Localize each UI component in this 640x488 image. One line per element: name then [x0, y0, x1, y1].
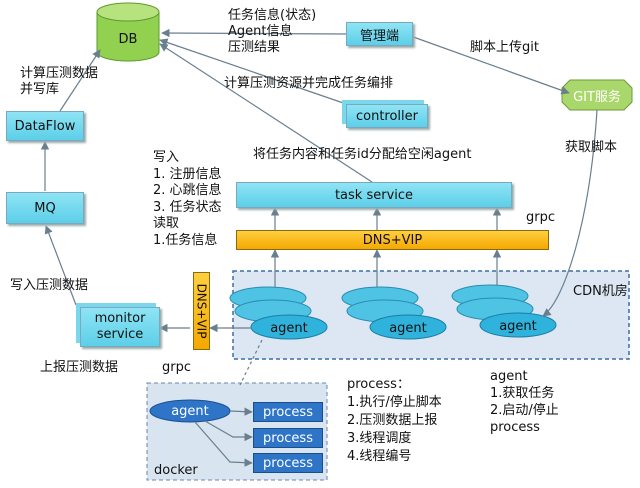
agent-1[interactable]: agent — [270, 320, 308, 336]
monitor-service-node[interactable]: monitor service — [80, 307, 160, 347]
process-2[interactable]: process — [253, 428, 323, 448]
grpc-bottom-label: grpc — [162, 360, 191, 375]
dataflow-node[interactable]: DataFlow — [6, 111, 84, 141]
controller-node[interactable]: controller — [346, 104, 428, 128]
write-data-label: 写入压测数据 — [10, 278, 89, 293]
assign-task-label: 将任务内容和任务id分配给空闲agent — [253, 147, 472, 162]
agent-stack-3 — [451, 284, 557, 338]
arrow-controller-to-db — [159, 38, 353, 107]
arrow-dataflow-to-db — [59, 49, 101, 112]
process-1[interactable]: process — [253, 402, 323, 422]
arrow-manager-to-db — [161, 28, 347, 38]
task-service-node[interactable]: task service — [236, 182, 512, 208]
dashed-agent-to-docker — [239, 339, 263, 386]
compute-resources-label: 计算压测资源并完成任务编排 — [224, 76, 394, 91]
git-service-node[interactable]: GIT服务 — [573, 89, 621, 105]
arrow-taskservice-to-db — [159, 43, 373, 183]
arrow-docker-agent-to-process-2 — [204, 420, 253, 442]
task-info-label: 任务信息(状态) Agent信息 压测结果 — [228, 8, 317, 55]
agent-3[interactable]: agent — [499, 318, 537, 334]
arrow-manager-to-git — [404, 33, 570, 95]
dns-vip-vertical-label: DNS+VIP — [194, 283, 209, 339]
arrow-docker-agent-to-process-1 — [229, 407, 253, 416]
arrow-git-to-agent3 — [542, 109, 598, 317]
manager-node[interactable]: 管理端 — [346, 22, 413, 46]
docker-agent[interactable]: agent — [171, 403, 209, 419]
mq-node[interactable]: MQ — [6, 192, 84, 224]
cdn-room-label: CDN机房 — [573, 284, 628, 299]
compute-write-label: 计算压测数据 并写库 — [20, 66, 99, 97]
write-read-label: 写入 1. 注册信息 2. 心跳信息 3. 任务状态 读取 1.任务信息 — [153, 150, 222, 248]
grpc-right-label: grpc — [526, 210, 555, 225]
dns-vip-horizontal[interactable]: DNS+VIP — [236, 230, 549, 250]
dns-vip-vertical[interactable]: DNS+VIP — [193, 272, 210, 350]
agent-stack-1 — [229, 286, 328, 340]
arrow-docker-agent-to-process-3 — [194, 421, 253, 467]
upload-script-label: 脚本上传git — [470, 40, 539, 55]
agent-stack-2 — [341, 286, 447, 340]
db-node[interactable]: DB — [118, 31, 138, 47]
agent-desc-label: agent 1.获取任务 2.启动/停止 process — [490, 369, 559, 435]
process-3[interactable]: process — [253, 453, 323, 473]
docker-label: docker — [154, 463, 198, 478]
get-script-label: 获取脚本 — [565, 140, 618, 155]
report-data-label: 上报压测数据 — [40, 360, 119, 375]
arrow-monitor-to-mq — [44, 225, 77, 306]
process-desc-label: process： 1.执行/停止脚本 2.压测数据上报 3.线程调度 4.线程编… — [347, 377, 442, 464]
db-cylinder — [96, 2, 160, 62]
agent-2[interactable]: agent — [389, 320, 427, 336]
